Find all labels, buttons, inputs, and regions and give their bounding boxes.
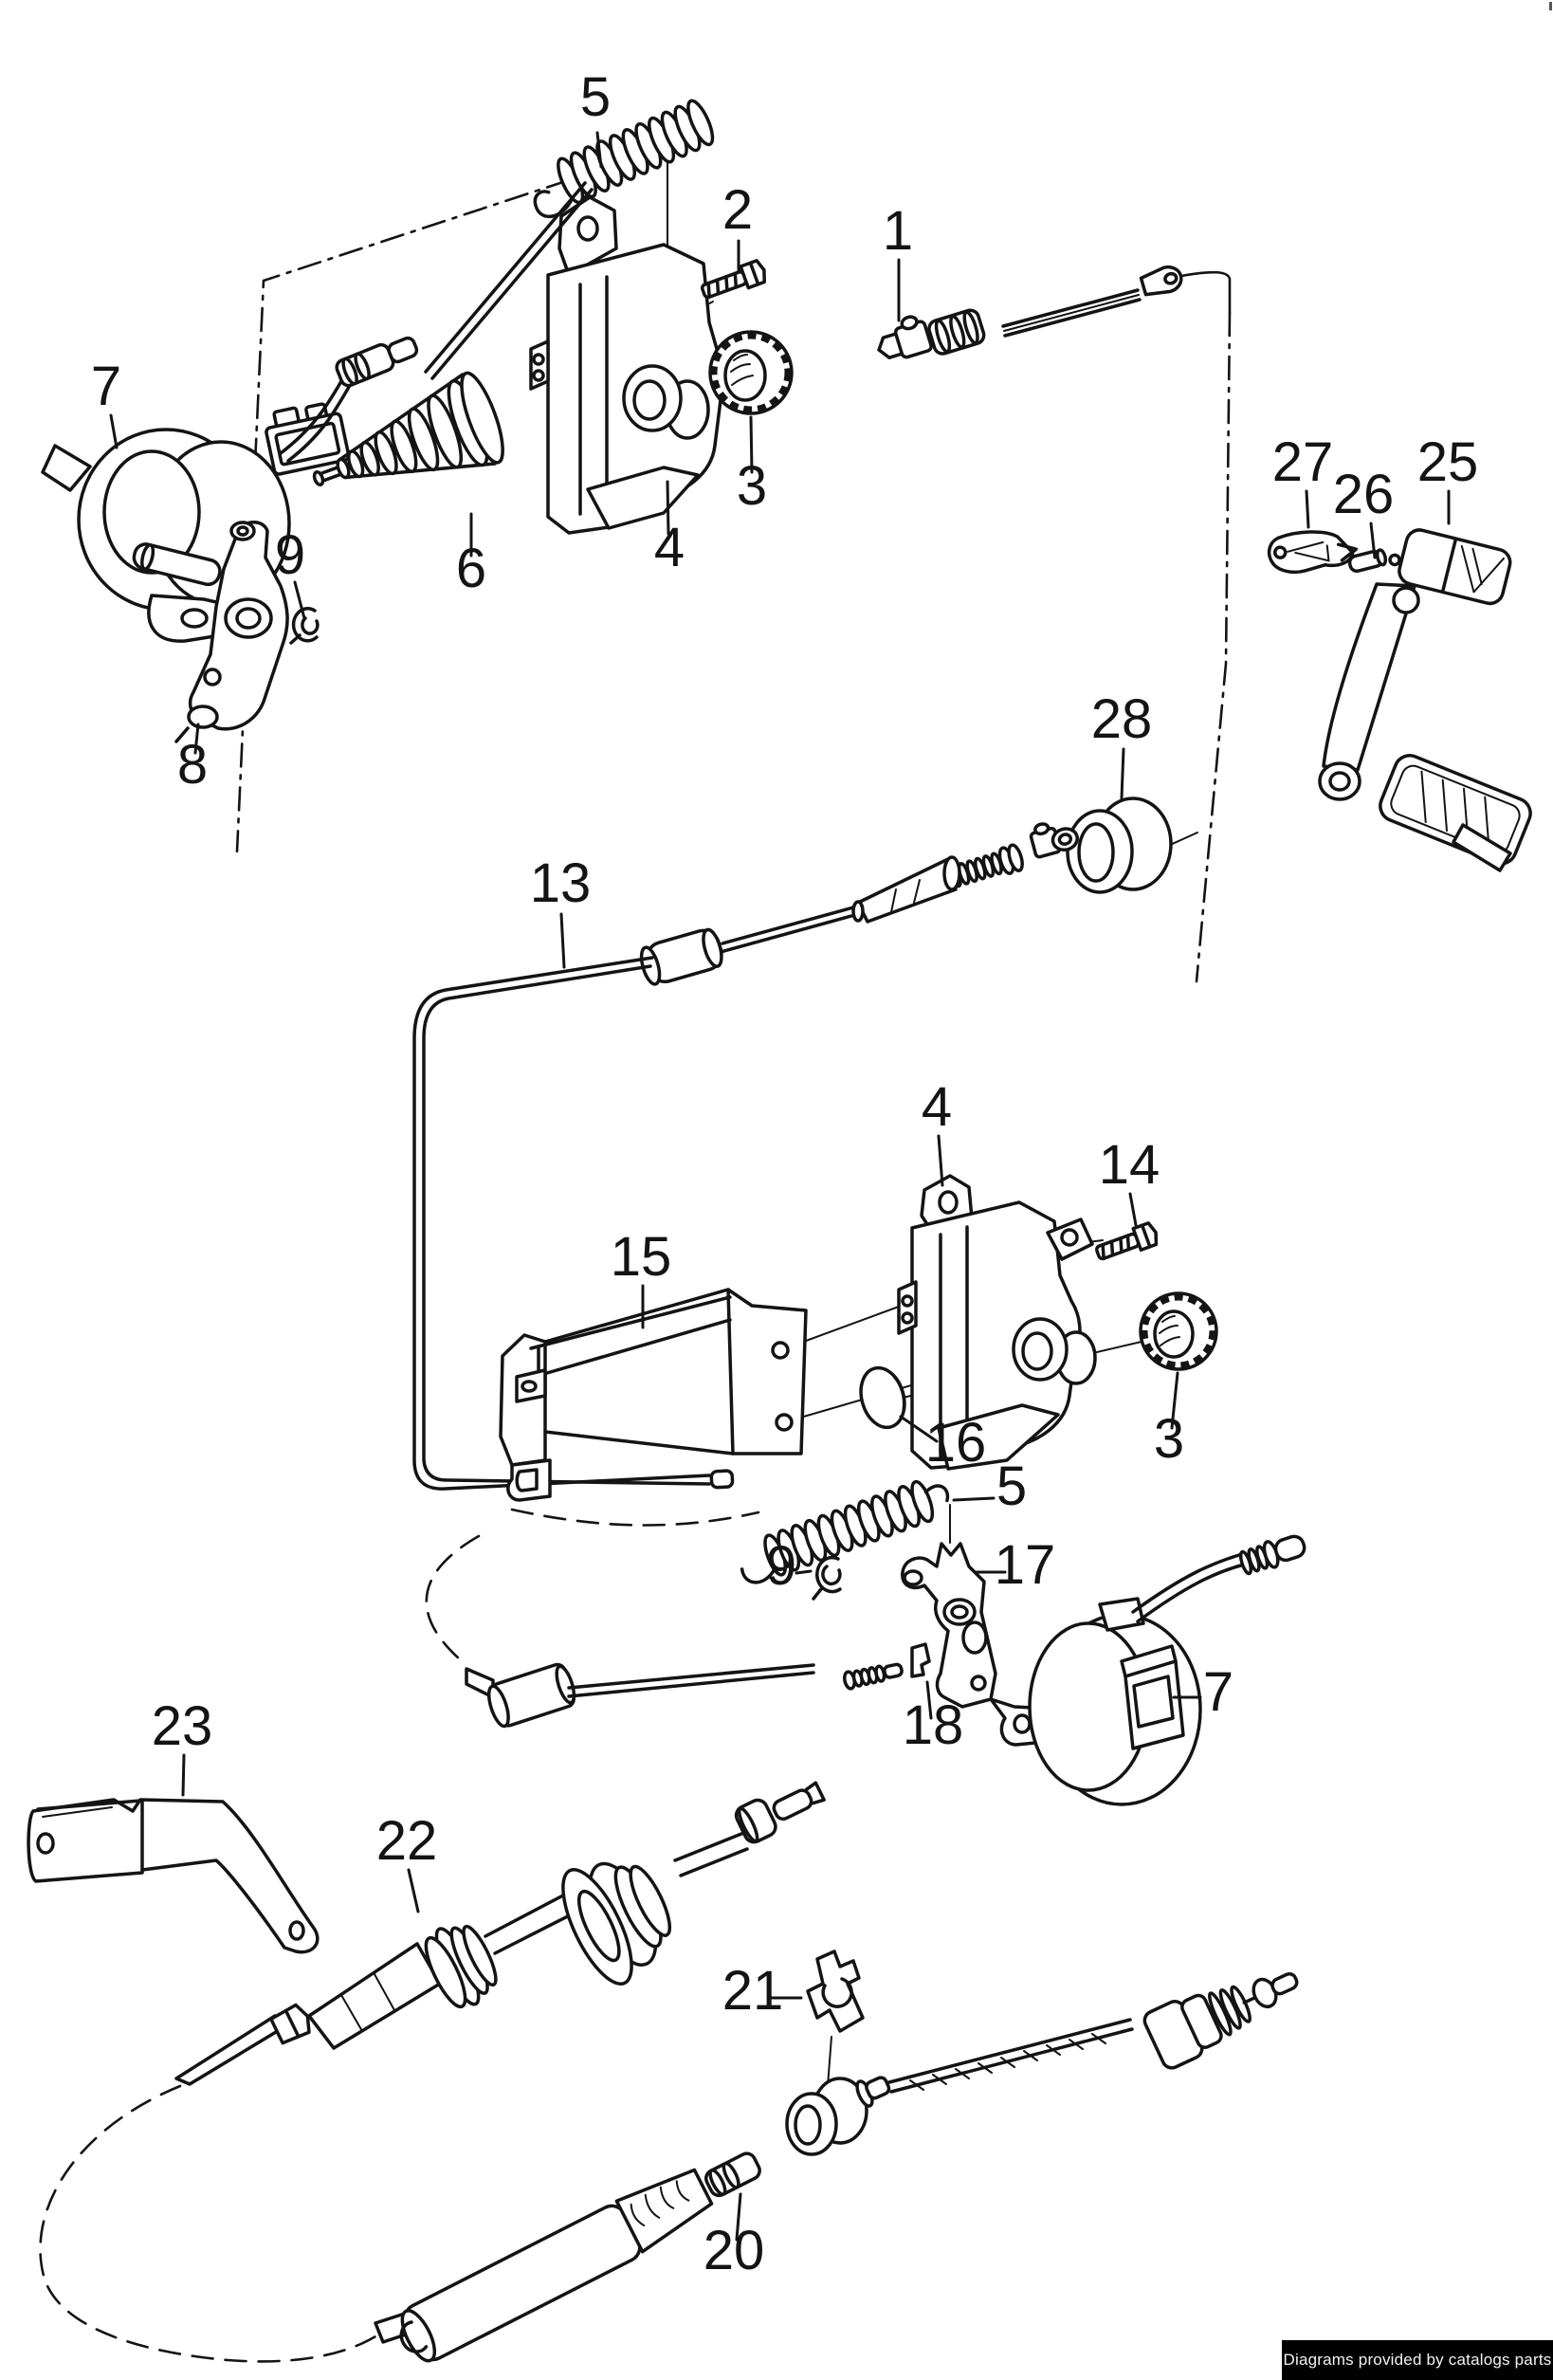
support-bracket-15 [499,1288,808,1502]
callout-20: 20 [703,2220,765,2281]
callout-22: 22 [376,1810,438,1872]
callout-21: 21 [722,1960,784,2022]
callout-3-leader [749,415,754,474]
retaining-nut-top [708,330,794,415]
callout-3: 3 [1154,1408,1184,1470]
callout-4-leader [937,1134,944,1187]
callout-16: 16 [925,1412,987,1474]
callout-13-leader [559,912,566,969]
retaining-nut-lower [1139,1291,1218,1371]
callout-9: 9 [766,1535,796,1597]
callout-7: 7 [91,356,121,417]
provider-badge-text: Diagrams provided by catalogs parts [1283,2351,1552,2369]
callout-23-leader [181,1753,186,1797]
mounting-bracket-lower [897,1174,1097,1471]
callout-27: 27 [1272,431,1334,493]
cover-cap-16 [859,1365,906,1430]
callout-5-leader [595,131,603,169]
callout-3: 3 [737,455,767,517]
callout-28-leader [1120,747,1125,800]
callout-9-leader [795,1569,813,1575]
callout-8-leader [193,723,200,755]
cam-lever-17 [901,1542,1064,1747]
return-spring-lower [740,1479,950,1584]
pedal-clevis-27 [1267,530,1359,575]
callout-7-leader [109,413,119,449]
return-spring-top [533,99,715,219]
callout-26-leader [1369,522,1377,559]
callout-26: 26 [1333,464,1395,525]
callout-17: 17 [995,1534,1056,1596]
callout-7: 7 [1203,1661,1233,1723]
callout-4: 4 [654,517,685,578]
actuator-cable-upper [279,181,594,463]
callout-20-leader [735,2192,742,2242]
callout-4-leader [666,480,670,536]
accelerator-pedal [1318,528,1532,872]
throttle-actuator-top [41,402,351,643]
callout-4: 4 [922,1076,952,1138]
callout-6: 6 [456,538,486,599]
pull-rod-cable-1 [877,265,1183,359]
callout-2: 2 [722,179,753,241]
accelerator-cable-13 [412,822,1079,1491]
callout-18: 18 [903,1694,964,1756]
callout-14: 14 [1099,1134,1160,1196]
rubber-boot [312,371,504,486]
callout-28: 28 [1091,688,1153,750]
idle-cable-lower-left [465,1662,815,1729]
callout-14-leader [1128,1192,1138,1227]
callout-13: 13 [530,852,592,914]
callout-23: 23 [152,1695,213,1757]
callout-25: 25 [1417,431,1479,493]
construction-lines [39,178,1232,2363]
callout-15: 15 [611,1226,672,1288]
callout-9: 9 [275,524,305,586]
callout-3-leader [1170,1371,1179,1430]
callout-27-leader [1305,489,1310,529]
provider-badge: Diagrams provided by catalogs parts [1282,2340,1553,2380]
callout-18-leader [925,1680,933,1720]
cable-end-pin-18 [843,1642,931,1691]
clip-9-top [289,607,320,645]
mounting-bracket-top [529,195,727,535]
callout-8: 8 [177,734,208,796]
scan-artifact [1543,2,1552,10]
support-bracket-23 [27,1798,320,1954]
callout-22-leader [407,1868,420,1913]
clutch-cable-20 [374,1971,1299,2363]
cable-clip-21 [806,1950,865,2033]
firewall-grommet-28 [1066,796,1173,894]
callout-16-leader [899,1415,939,1443]
callout-5: 5 [996,1455,1027,1517]
callout-5: 5 [580,66,611,128]
relay-lever-bracket-8 [174,521,289,743]
throttle-actuator-lower [1028,1534,1306,1806]
callout-9-leader [293,580,306,620]
callout-5-leader [952,1496,996,1502]
screw-lower [1094,1221,1159,1261]
clip-9-lower [812,1555,842,1601]
callout-1: 1 [883,200,913,262]
screw-top [700,259,766,300]
clutch-cable-22 [174,1781,826,2086]
